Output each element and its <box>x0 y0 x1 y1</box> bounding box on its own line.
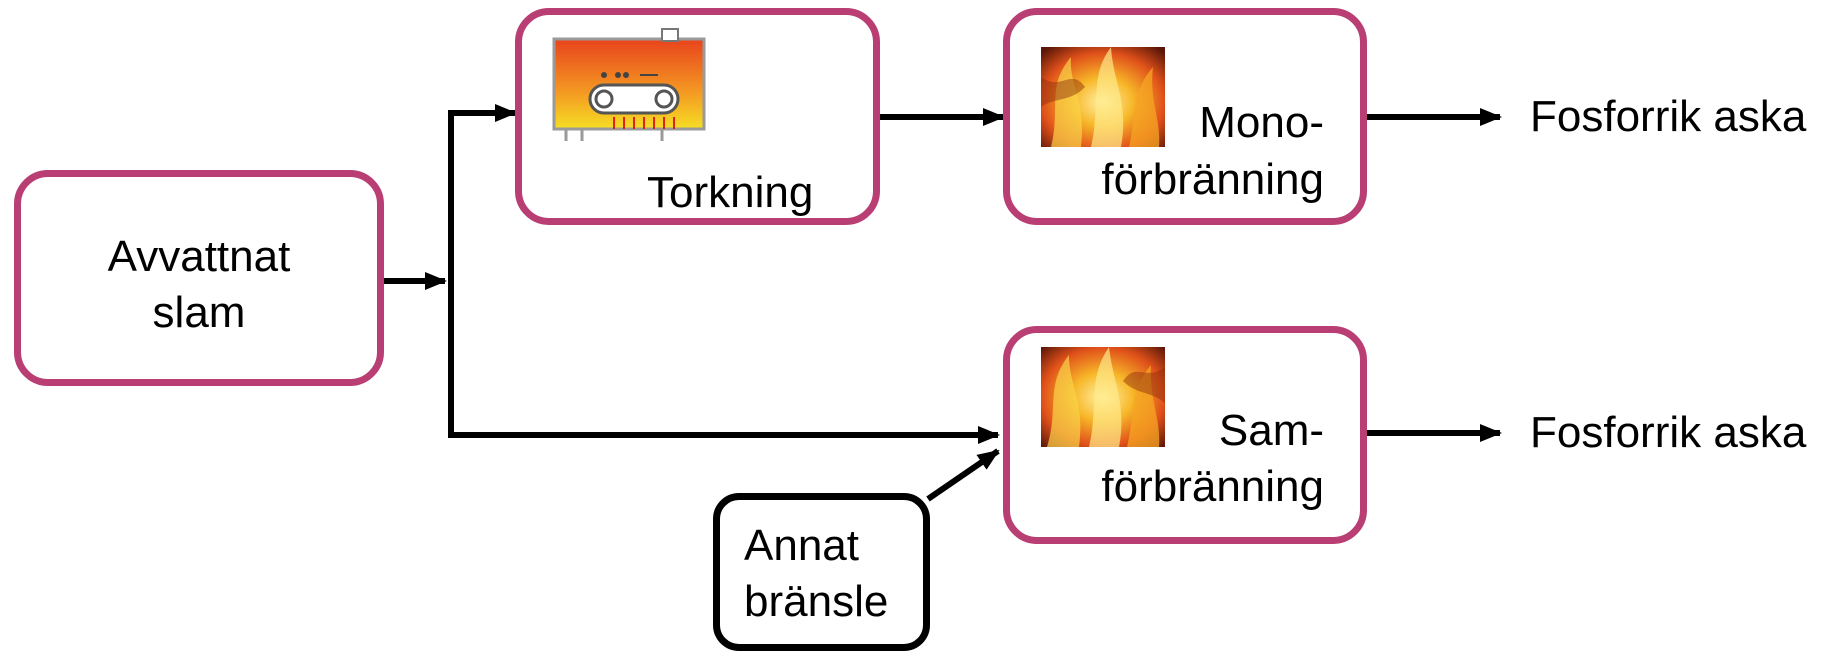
node-avvattnat-line2: slam <box>152 288 246 337</box>
node-avvattnat-slam: Avvattnat slam <box>14 170 384 386</box>
node-annat-line1: Annat <box>744 521 859 570</box>
arrow-annat-to-sam <box>926 448 1000 502</box>
node-samforbranning: Sam- förbränning <box>1003 326 1367 544</box>
node-avvattnat-line1: Avvattnat <box>107 232 291 281</box>
node-sam-line1: Sam- <box>1218 406 1324 455</box>
node-annat-line2: bränsle <box>744 577 889 626</box>
node-torkning-label: Torkning <box>647 168 814 217</box>
node-monoforbranning: Mono- förbränning <box>1003 8 1367 225</box>
output-mono-fosforrik-aska: Fosforrik aska <box>1530 92 1807 141</box>
fire-icon <box>1041 347 1165 447</box>
node-sam-line2: förbränning <box>1101 462 1324 511</box>
node-annat-bransle: Annat bränsle <box>713 493 930 651</box>
output-sam-fosforrik-aska: Fosforrik aska <box>1530 408 1807 457</box>
fire-icon <box>1041 47 1165 147</box>
dryer-icon <box>552 25 708 141</box>
node-mono-line2: förbränning <box>1101 155 1324 204</box>
node-torkning: Torkning <box>515 8 880 225</box>
node-mono-line1: Mono- <box>1199 98 1324 147</box>
